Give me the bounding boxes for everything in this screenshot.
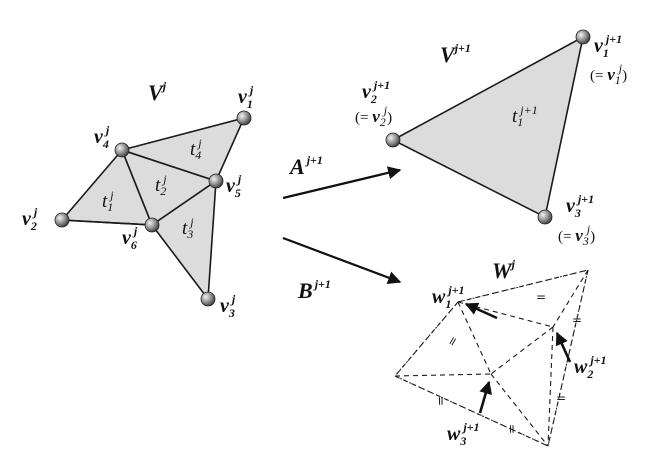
label-v1-equality: (= v1j) [590, 61, 627, 87]
label-w1: w1j+1 [432, 283, 465, 311]
right-mesh: Vj+1 t1j+1 v1j+1 (= v1j) v2j+1 (= v2j) v… [355, 29, 627, 248]
vertex-v6 [144, 217, 160, 233]
left-mesh: Vj v1j v2j v3j v4j v5j v6j t1j t2j t3j t… [22, 79, 254, 320]
label-v4: v4j [94, 123, 110, 151]
label-w3: w3j+1 [447, 420, 480, 448]
label-t1: t1j [102, 188, 114, 214]
vertex-v1 [236, 110, 252, 126]
label-v6: v6j [122, 224, 138, 252]
edge [61, 219, 153, 226]
label-w2: w2j+1 [574, 353, 607, 381]
label-v2-coarse: v2j+1 [362, 78, 390, 106]
vertex-v3-coarse [537, 209, 553, 225]
label-v3-equality: (= v3j) [558, 222, 595, 248]
label-t3: t3j [182, 215, 194, 241]
triangle-t4 [119, 116, 246, 182]
vertex-v2-coarse [385, 132, 401, 148]
wavelet-edge [394, 301, 459, 377]
triangle-t3 [150, 179, 217, 302]
vertex-v3 [200, 291, 216, 307]
arrow-a [282, 166, 402, 200]
tick-mark: = [505, 424, 519, 434]
arrow-w3 [478, 380, 492, 414]
tick-mark: = [556, 391, 566, 405]
label-v2-equality: (= v2j) [355, 103, 392, 129]
wavelet-outline [394, 269, 589, 447]
wavelet-mesh: = = = = = = Wj w1j+1 w2j+1 w3j+1 [394, 257, 607, 448]
label-t2: t2j [155, 172, 167, 198]
label-v5: v5j [226, 172, 242, 200]
label-v3-coarse: v3j+1 [566, 192, 594, 220]
arrow-w2 [555, 331, 572, 363]
label-v3: v3j [220, 292, 236, 320]
wavelet-edge [457, 301, 492, 375]
wavelet-edge [394, 373, 492, 377]
vertex-v4 [114, 142, 130, 158]
wavelet-edge [490, 373, 549, 447]
label-t1-coarse: t1j+1 [512, 103, 538, 129]
wavelet-edge [490, 326, 554, 375]
arrow-b [282, 236, 402, 284]
arrow-w1 [464, 302, 498, 320]
wavelet-mesh-title: Wj [492, 257, 516, 283]
label-v1-coarse: v1j+1 [594, 32, 622, 60]
wavelet-edge [457, 301, 554, 328]
label-v1: v1j [238, 83, 254, 111]
vertex-v1-coarse [575, 29, 591, 45]
tick-mark: = [572, 313, 582, 327]
triangle-t1-coarse [391, 35, 585, 219]
vertex-v2 [54, 212, 70, 228]
wavelet-edge [457, 269, 589, 303]
wavelet-edge [552, 269, 589, 328]
right-mesh-title: Vj+1 [440, 41, 471, 67]
left-mesh-title: Vj [148, 79, 167, 105]
tick-mark: = [434, 396, 448, 406]
wavelet-edge [547, 326, 554, 447]
vertex-v5 [208, 173, 224, 189]
tick-mark: = [444, 333, 461, 349]
tick-mark: = [536, 290, 546, 304]
label-v2: v2j [22, 205, 38, 233]
label-t4: t4j [190, 136, 202, 162]
wavelet-edge [394, 375, 549, 447]
